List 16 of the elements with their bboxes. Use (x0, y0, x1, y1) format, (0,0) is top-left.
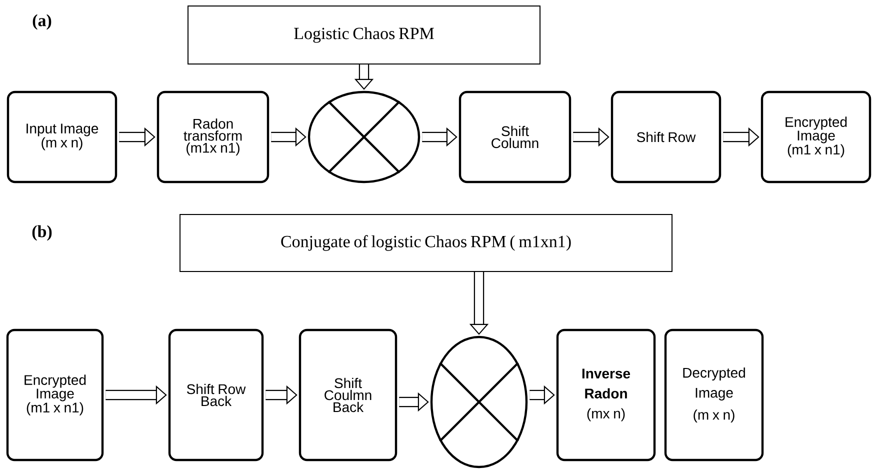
process-box: Logistic Chaos RPM (188, 6, 540, 64)
panel-label: (a) (32, 14, 52, 30)
process-box: Shift Row Back (168, 328, 264, 462)
process-box: Decrypted Image (m x n) (664, 328, 764, 462)
process-box: Shift Column (458, 90, 572, 184)
process-box: Inverse Radon (mx n) (556, 328, 656, 462)
process-box: Shift Row (610, 90, 722, 184)
process-box: Encrypted Image (m1 x n1) (760, 90, 872, 184)
process-box: Radon transform (m1x n1) (156, 90, 270, 184)
multiplier-symbol (430, 336, 528, 468)
process-box: Input Image (m x n) (6, 90, 118, 184)
multiplier-symbol (308, 90, 420, 184)
process-box: Shift Coulmn Back (298, 328, 398, 462)
process-box: Conjugate of logistic Chaos RPM ( m1xn1) (180, 214, 672, 272)
panel-label: (b) (32, 225, 52, 241)
process-box: Encrypted Image (m1 x n1) (6, 328, 104, 462)
